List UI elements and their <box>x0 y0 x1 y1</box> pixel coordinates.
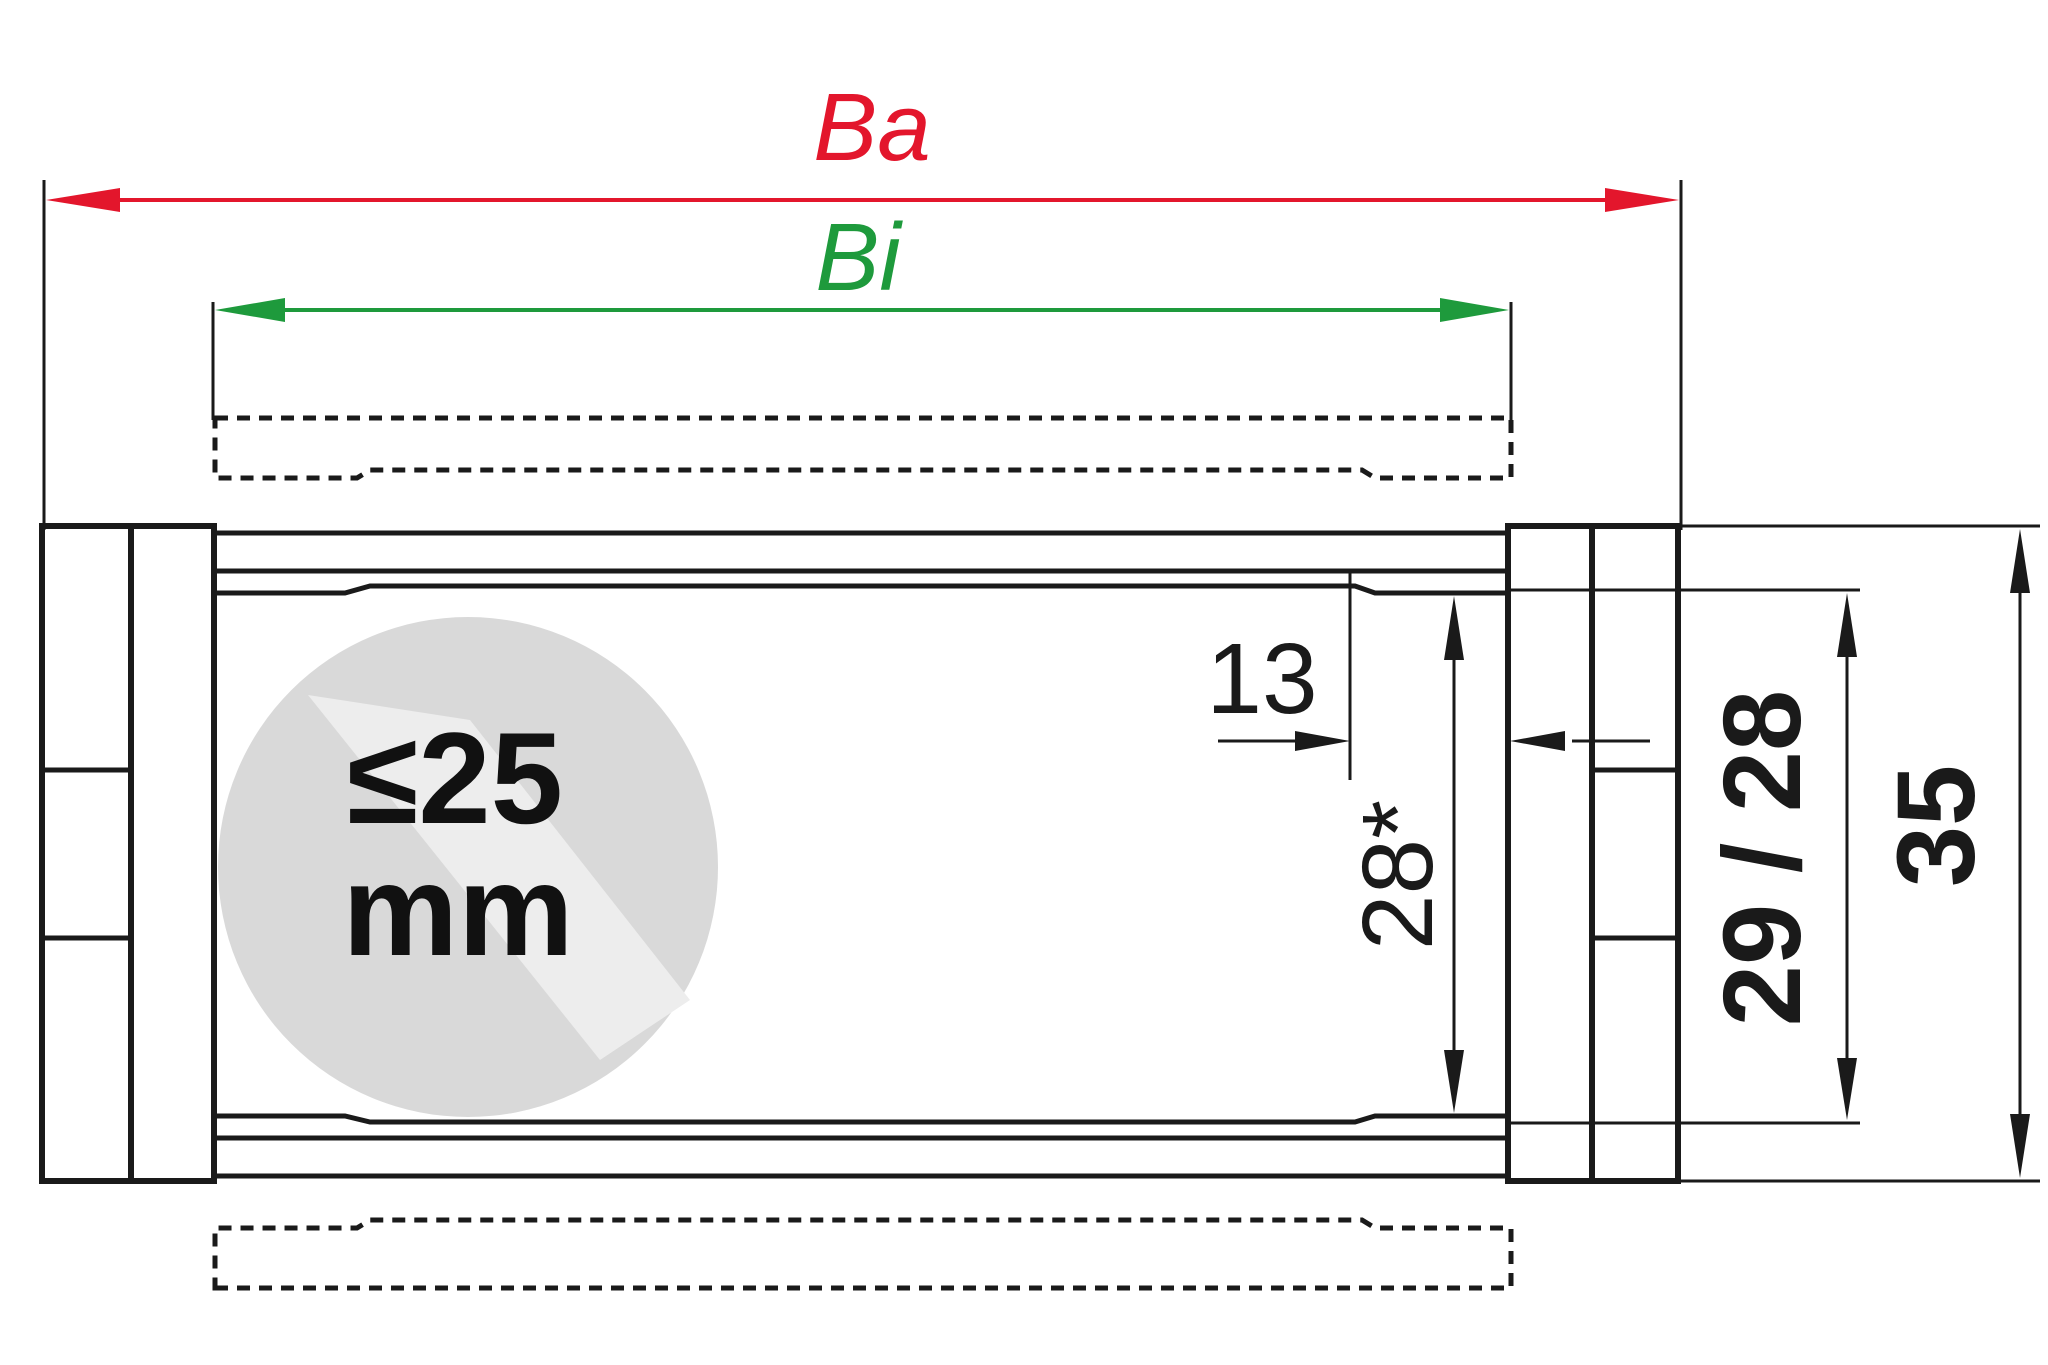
height-29-28-label: 29 / 28 <box>1701 690 1824 1026</box>
bi-label: Bi <box>815 204 903 311</box>
height-29-arrow-bottom-icon <box>1837 1058 1857 1120</box>
bend-radius-badge: ≤25 mm <box>218 617 718 1117</box>
inner-width-dimension: Bi <box>211 204 1513 420</box>
height-28-arrow-bottom-icon <box>1444 1050 1464 1113</box>
offset-label: 13 <box>1206 623 1317 735</box>
offset-arrow-left-icon <box>1295 731 1350 751</box>
bend-radius-unit: mm <box>342 837 573 983</box>
height-29-arrow-top-icon <box>1837 593 1857 657</box>
left-side-link <box>39 523 217 1184</box>
right-side-link <box>1505 523 1681 1184</box>
height-28-arrow-top-icon <box>1444 596 1464 660</box>
inner-height-marked-dimension: 28* <box>1342 591 1508 1118</box>
ba-arrow-left-icon <box>46 188 120 212</box>
optional-crossbar-top-dashed <box>212 415 1514 481</box>
height-35-arrow-bottom-icon <box>2010 1114 2030 1178</box>
crossbar-top <box>214 530 1508 596</box>
crossbar-bottom <box>214 1113 1508 1179</box>
ba-label: Ba <box>813 74 930 181</box>
inner-height-dimension: 29 / 28 <box>1508 588 1860 1125</box>
outer-width-dimension: Ba <box>42 74 1683 530</box>
bi-arrow-left-icon <box>215 298 285 322</box>
optional-crossbar-bottom-dashed <box>212 1217 1514 1291</box>
offset-arrow-right-icon <box>1510 731 1565 751</box>
height-35-label: 35 <box>1875 765 1998 887</box>
bend-radius-value: ≤25 <box>347 705 563 851</box>
ba-arrow-right-icon <box>1605 188 1679 212</box>
height-28-label: 28* <box>1342 800 1454 950</box>
offset-dimension-13: 13 <box>1206 573 1650 780</box>
outer-height-dimension: 35 <box>1678 524 2040 1183</box>
bend-radius-highlight <box>308 695 690 1060</box>
bi-arrow-right-icon <box>1440 298 1509 322</box>
height-35-arrow-top-icon <box>2010 529 2030 593</box>
